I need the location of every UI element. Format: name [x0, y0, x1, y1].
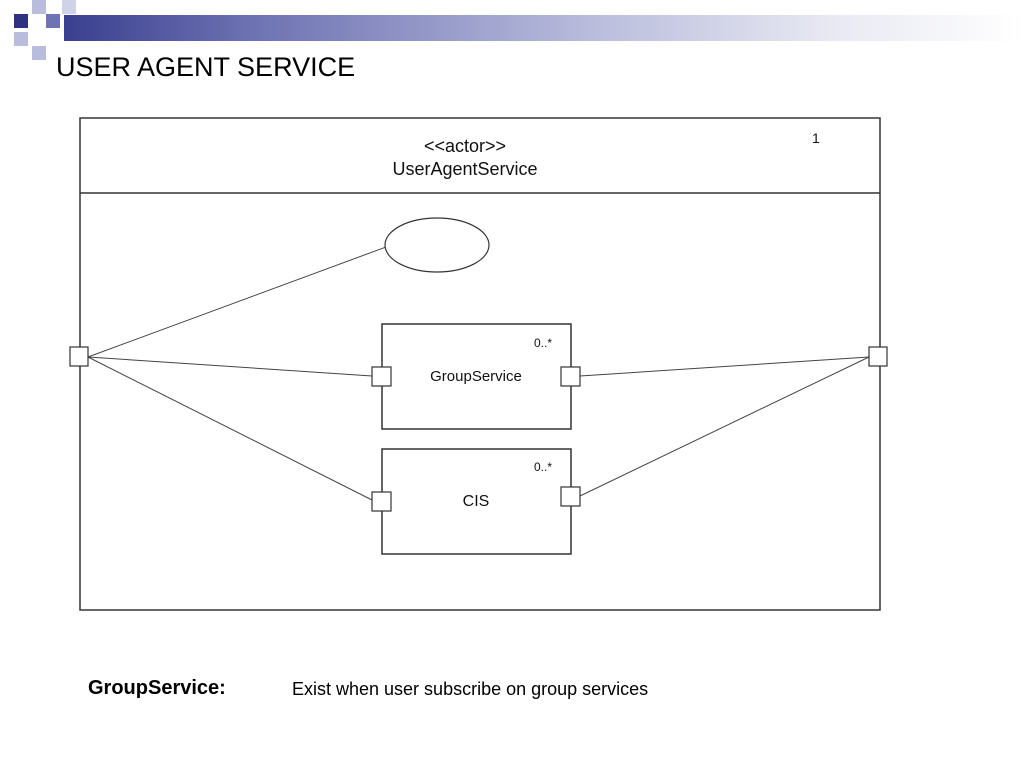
interface-ellipse: [384, 217, 490, 273]
cis-port-right: [560, 486, 581, 507]
outer-port-right: [868, 346, 888, 367]
component-multiplicity: 1: [812, 130, 820, 146]
slide-title: USER AGENT SERVICE: [56, 52, 356, 82]
groupservice-port-right: [560, 366, 581, 387]
connector-cis-right: [579, 356, 870, 497]
groupservice-port-left: [371, 366, 392, 387]
groupservice-multiplicity: 0..*: [534, 336, 552, 350]
note-label: GroupService:: [88, 677, 226, 699]
component-stereotype: <<actor>>: [424, 136, 506, 156]
corner-square-1: [14, 14, 28, 28]
corner-square-6: [62, 0, 76, 14]
header-gradient-bar: [64, 15, 1024, 41]
note-text: Exist when user subscribe on group servi…: [292, 679, 649, 699]
groupservice-name: GroupService: [430, 368, 522, 385]
connector-left-groupservice: [87, 356, 373, 377]
corner-square-5: [32, 46, 46, 60]
connector-left-ellipse: [87, 246, 387, 358]
outer-port-left: [69, 346, 89, 367]
connector-groupservice-right: [579, 356, 870, 377]
cis-name: CIS: [463, 493, 490, 510]
connector-left-cis: [87, 356, 373, 501]
component-name: UserAgentService: [392, 159, 537, 179]
cis-port-left: [371, 491, 392, 512]
cis-multiplicity: 0..*: [534, 460, 552, 474]
corner-square-2: [32, 0, 46, 14]
corner-square-3: [46, 14, 60, 28]
corner-square-4: [14, 32, 28, 46]
